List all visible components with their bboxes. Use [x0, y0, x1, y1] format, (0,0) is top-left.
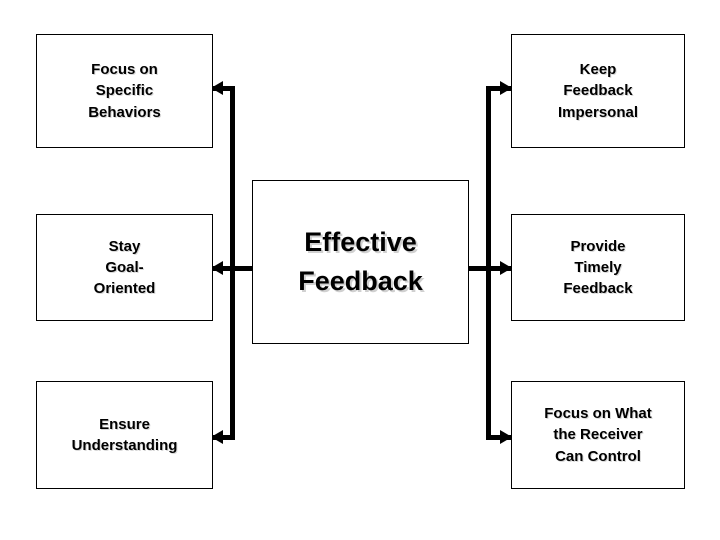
node-focus-on-specific-behaviors: Focus on Specific Behaviors — [36, 34, 213, 148]
arrowhead-left-bottom-icon — [211, 430, 223, 444]
connector-line-to-focus-behaviors — [212, 86, 235, 91]
node-provide-timely-feedback: Provide Timely Feedback — [511, 214, 685, 321]
node-stay-goal-oriented: Stay Goal- Oriented — [36, 214, 213, 321]
arrowhead-left-middle-icon — [211, 261, 223, 275]
node-ensure-understanding: Ensure Understanding — [36, 381, 213, 489]
connector-line-to-receiver-control — [486, 435, 512, 440]
node-label: Focus on Specific Behaviors — [88, 61, 161, 121]
connector-trunk-left — [230, 88, 235, 440]
connector-line-to-provide-timely — [468, 266, 512, 271]
arrowhead-right-bottom-icon — [500, 430, 512, 444]
connector-trunk-right — [486, 88, 491, 440]
arrowhead-left-top-icon — [211, 81, 223, 95]
connector-line-to-keep-impersonal — [486, 86, 512, 91]
connector-line-to-stay-goal — [212, 266, 254, 271]
node-label: Ensure Understanding — [71, 415, 178, 454]
node-focus-on-what-receiver-can-control: Focus on What the Receiver Can Control — [511, 381, 685, 489]
node-label: Provide Timely Feedback — [563, 237, 633, 298]
center-node-label: Effective Feedback — [298, 226, 423, 296]
node-label: Keep Feedback Impersonal — [557, 61, 639, 121]
arrowhead-right-middle-icon — [500, 261, 512, 275]
node-keep-feedback-impersonal: Keep Feedback Impersonal — [511, 34, 685, 148]
connector-line-to-ensure-understanding — [212, 435, 235, 440]
node-label: Focus on What the Receiver Can Control — [544, 405, 652, 465]
node-effective-feedback: Effective Feedback — [252, 180, 469, 344]
node-label: Stay Goal- Oriented — [93, 237, 156, 298]
arrowhead-right-top-icon — [500, 81, 512, 95]
